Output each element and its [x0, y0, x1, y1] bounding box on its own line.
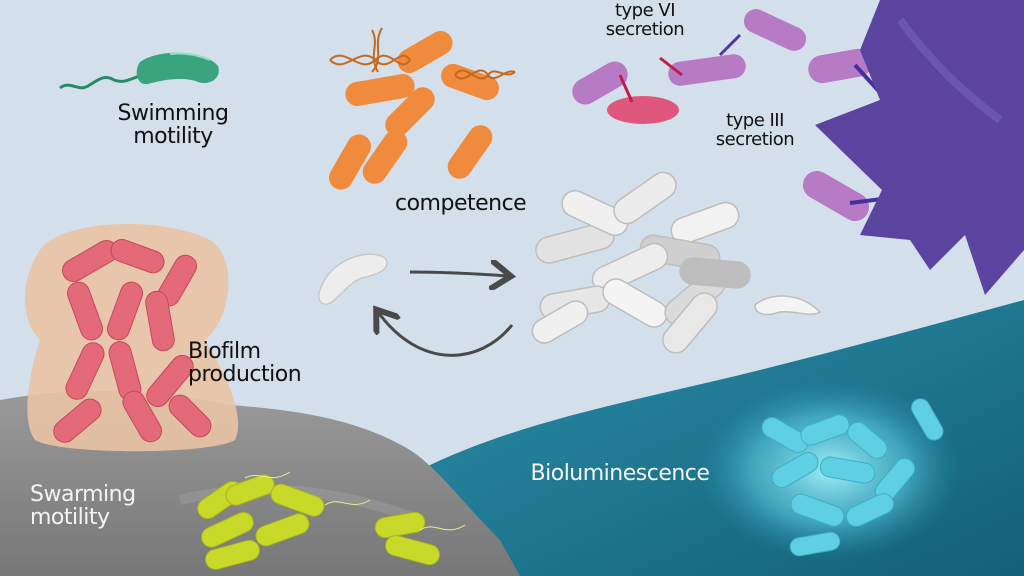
type-iii-secretion-label: type III secretion [700, 110, 810, 150]
label-line: type VI [614, 0, 676, 21]
cycle-arrows-icon [378, 272, 512, 357]
bioluminescent-bacteria-icon [761, 398, 944, 557]
swimming-bacterium-icon [59, 52, 219, 90]
label-line: Biofilm [188, 339, 261, 364]
type-vi-secretion-icon [572, 33, 746, 124]
bacteria-cluster-icon [531, 171, 822, 354]
type-vi-secretion-label: type VI secretion [585, 0, 705, 40]
label-line: motility [30, 505, 110, 531]
label-line: type III [726, 110, 784, 131]
swarming-motility-label: Swarming motility [30, 483, 170, 529]
type-iii-secretion-icon [743, 9, 891, 221]
bioluminescence-label: Bioluminescence [530, 461, 710, 486]
biofilm-production-label: Biofilm production [188, 340, 328, 386]
label-line: production [188, 362, 302, 388]
single-bacterium-icon [318, 253, 388, 305]
host-cell-icon [815, 0, 1024, 295]
biofilm-icon [25, 223, 239, 452]
label-line: Swimming [117, 101, 229, 126]
competence-label: competence [395, 191, 527, 216]
label-line: secretion [605, 18, 685, 40]
swimming-motility-label: Swimming motility [108, 102, 238, 148]
dna-strand-icons [329, 27, 516, 80]
label-line: Swarming [30, 482, 136, 507]
label-line: secretion [715, 128, 795, 150]
swarming-bacteria-icon [197, 471, 466, 570]
label-line: motility [133, 124, 213, 150]
competence-bacteria-icon [329, 31, 499, 190]
